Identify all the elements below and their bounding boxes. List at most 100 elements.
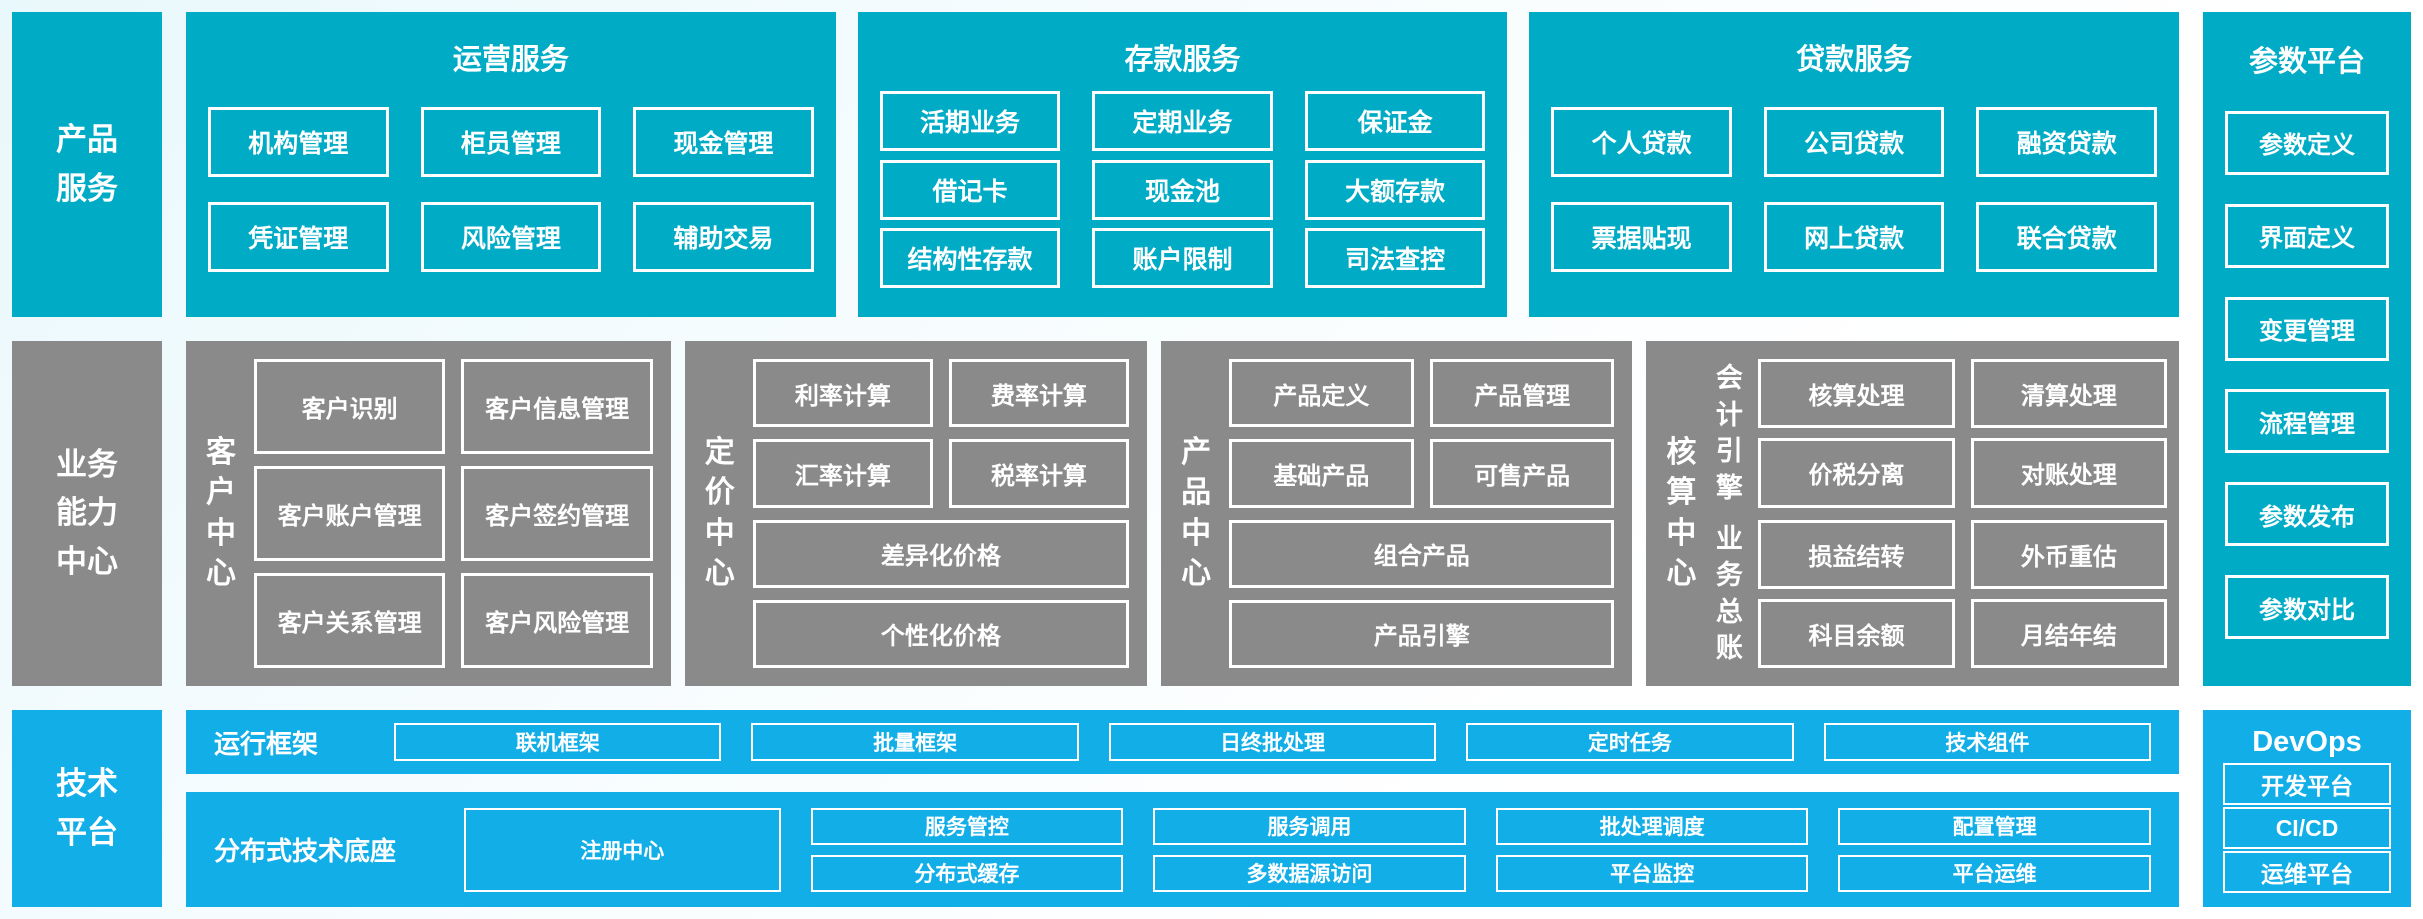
box-row: 票据贴现 网上贷款 联合贷款	[1551, 202, 2158, 272]
box-row: 损益结转 外币重估	[1758, 519, 2168, 589]
capability-box: 产品管理	[1429, 359, 1615, 428]
box-row: 产品引擎	[1229, 599, 1615, 668]
group-label: 产 品 中 心	[1181, 435, 1212, 591]
capability-box: 汇率计算	[752, 439, 933, 508]
service-box: 网上贷款	[1763, 202, 1945, 272]
tech-box: 注册中心	[464, 807, 781, 892]
box-pair: 配置管理 平台运维	[1838, 807, 2151, 892]
box-pair: 服务调用 多数据源访问	[1153, 807, 1466, 892]
section-title: 贷款服务	[1796, 44, 1913, 76]
section-loan: 贷款服务 个人贷款 公司贷款 融资贷款 票据贴现 网上贷款 联合贷款	[1529, 12, 2180, 317]
rail-business-capability-center: 业务 能力 中心	[12, 341, 162, 686]
service-box: 现金池	[1092, 159, 1273, 220]
capability-box: 个性化价格	[752, 599, 1130, 668]
capability-box: 客户识别	[254, 359, 446, 454]
capability-box: 组合产品	[1229, 519, 1615, 588]
tech-box: 平台监控	[1495, 854, 1809, 892]
section-title: DevOps	[2252, 726, 2362, 758]
capability-box: 科目余额	[1758, 598, 1955, 668]
box-row: 个人贷款 公司贷款 融资贷款	[1551, 107, 2158, 177]
subgroup-label: 业 务 总 账	[1715, 523, 1743, 664]
box-row: 核算处理 清算处理	[1758, 359, 2168, 429]
section-label: 运行框架	[214, 728, 319, 759]
capability-box: 月结年结	[1970, 598, 2168, 668]
section-body: 个人贷款 公司贷款 融资贷款 票据贴现 网上贷款 联合贷款	[1551, 82, 2158, 297]
box-row: 组合产品	[1229, 519, 1615, 588]
box-row: 借记卡 现金池 大额存款	[879, 159, 1486, 220]
service-box: 票据贴现	[1551, 202, 1732, 272]
service-box: 借记卡	[879, 159, 1061, 220]
section-parameter-platform: 参数平台 参数定义 界面定义 变更管理 流程管理 参数发布 参数对比	[2203, 12, 2411, 686]
section-body: 活期业务 定期业务 保证金 借记卡 现金池 大额存款 结构性存款 账户限制 司法…	[879, 82, 1486, 297]
box-row: 利率计算 费率计算	[752, 359, 1130, 428]
box-row: 凭证管理 风险管理 辅助交易	[208, 202, 814, 272]
section-title: 参数平台	[2248, 46, 2365, 78]
subgroup-body: 核算处理 清算处理 价税分离 对账处理	[1758, 359, 2168, 508]
section-body: 注册中心 服务管控 分布式缓存 服务调用 多数据源访问 批处理调度 平台监控 配…	[464, 807, 2151, 892]
capability-box: 产品定义	[1229, 359, 1414, 428]
capability-box: 清算处理	[1970, 359, 2168, 429]
box-row: 基础产品 可售产品	[1229, 439, 1615, 508]
subgroup-body: 损益结转 外币重估 科目余额 月结年结	[1758, 519, 2168, 668]
capability-box: 客户风险管理	[461, 573, 653, 668]
group-body: 产品定义 产品管理 基础产品 可售产品 组合产品 产品引擎	[1229, 359, 1615, 668]
tech-box: 批量框架	[751, 723, 1079, 761]
subgroup-accounting-engine: 会 计 引 擎 核算处理 清算处理 价税分离 对账处理	[1714, 359, 2168, 508]
section-devops: DevOps 开发平台 CI/CD 运维平台	[2203, 710, 2411, 907]
tech-box: 联机框架	[394, 723, 722, 761]
capability-box: 基础产品	[1229, 439, 1414, 508]
capability-box: 税率计算	[948, 439, 1130, 508]
service-box: 定期业务	[1092, 90, 1273, 151]
group-customer-center: 客 户 中 心 客户识别 客户信息管理 客户账户管理 客户签约管理 客户关系管理…	[186, 341, 671, 686]
box-row: 客户关系管理 客户风险管理	[254, 573, 653, 668]
service-box: 融资贷款	[1976, 107, 2158, 177]
box-row: 客户识别 客户信息管理	[254, 359, 653, 454]
service-box: 流程管理	[2225, 389, 2389, 454]
group-accounting-center: 核 算 中 心 会 计 引 擎 核算处理 清算处理 价税分离 对账处理	[1646, 341, 2179, 686]
tech-box: 多数据源访问	[1153, 854, 1466, 892]
box-row: 产品定义 产品管理	[1229, 359, 1615, 428]
middle-row: 客 户 中 心 客户识别 客户信息管理 客户账户管理 客户签约管理 客户关系管理…	[186, 341, 2179, 686]
box-row: 汇率计算 税率计算	[752, 439, 1130, 508]
service-box: 大额存款	[1304, 159, 1486, 220]
box-row: 客户账户管理 客户签约管理	[254, 466, 653, 561]
capability-box: 费率计算	[948, 359, 1130, 428]
capability-box: 损益结转	[1758, 519, 1955, 589]
bottom-row: 运行框架 联机框架 批量框架 日终批处理 定时任务 技术组件 分布式技术底座 注…	[186, 710, 2179, 907]
tech-box: 平台运维	[1838, 854, 2151, 892]
capability-box: 核算处理	[1758, 359, 1955, 429]
tech-box: 日终批处理	[1108, 723, 1437, 761]
section-body: 开发平台 CI/CD 运维平台	[2223, 761, 2391, 895]
service-box: 凭证管理	[208, 202, 389, 272]
box-row: 个性化价格	[752, 599, 1130, 668]
box-row: 科目余额 月结年结	[1758, 598, 2168, 668]
section-body: 参数定义 界面定义 变更管理 流程管理 参数发布 参数对比	[2225, 82, 2389, 668]
section-body: 机构管理 柜员管理 现金管理 凭证管理 风险管理 辅助交易	[208, 82, 814, 297]
tech-box: 服务管控	[810, 807, 1124, 845]
rail-product-services: 产品 服务	[12, 12, 162, 317]
top-row: 运营服务 机构管理 柜员管理 现金管理 凭证管理 风险管理 辅助交易 存款服务 …	[186, 12, 2180, 317]
service-box: 现金管理	[633, 107, 814, 177]
tech-box: 服务调用	[1153, 807, 1466, 845]
box-pair: 服务管控 分布式缓存	[810, 807, 1124, 892]
group-pricing-center: 定 价 中 心 利率计算 费率计算 汇率计算 税率计算 差异化价格 个性化价格	[684, 341, 1148, 686]
tech-box: 开发平台	[2223, 763, 2391, 805]
service-box: 参数发布	[2225, 482, 2389, 547]
section-operations: 运营服务 机构管理 柜员管理 现金管理 凭证管理 风险管理 辅助交易	[186, 12, 836, 317]
capability-box: 利率计算	[752, 359, 933, 428]
service-box: 联合贷款	[1976, 202, 2158, 272]
section-title: 存款服务	[1124, 44, 1241, 76]
tech-box: 批处理调度	[1495, 807, 1809, 845]
tech-box: 分布式缓存	[810, 854, 1124, 892]
group-label: 客 户 中 心	[206, 435, 236, 591]
service-box: 风险管理	[420, 202, 602, 272]
group-body: 会 计 引 擎 核算处理 清算处理 价税分离 对账处理 业 务 总 账	[1714, 359, 2168, 668]
capability-box: 可售产品	[1429, 439, 1615, 508]
service-box: 账户限制	[1092, 228, 1273, 289]
capability-box: 客户账户管理	[254, 466, 446, 561]
service-box: 参数定义	[2225, 110, 2389, 175]
service-box: 辅助交易	[633, 202, 814, 272]
box-row: 价税分离 对账处理	[1758, 438, 2168, 508]
capability-box: 对账处理	[1970, 438, 2168, 508]
